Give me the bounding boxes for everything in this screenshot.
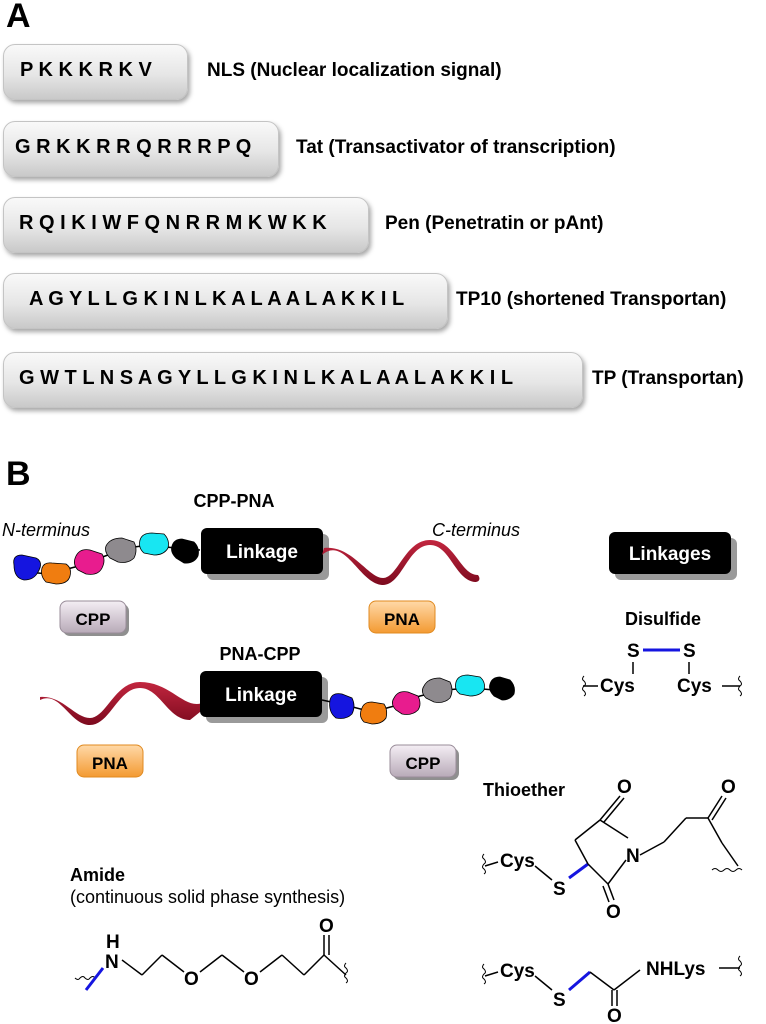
sequence-text: P K K K R K V bbox=[20, 59, 152, 81]
linkage-box-2 bbox=[200, 671, 322, 717]
linkages-header-label: Linkages bbox=[629, 544, 711, 565]
thioether-bond-1 bbox=[484, 861, 499, 867]
cpp-chip-2 bbox=[389, 744, 457, 778]
amide-o3: O bbox=[319, 916, 334, 937]
linkages-header-box bbox=[609, 532, 731, 574]
pna-chip-2 bbox=[76, 744, 144, 778]
linkage-label-2: Linkage bbox=[225, 685, 297, 706]
cpp-bead-blue bbox=[13, 554, 41, 581]
peptide-label: NLS (Nuclear localization signal) bbox=[207, 60, 502, 81]
thioether-o3: O bbox=[721, 777, 736, 798]
pna-strand bbox=[322, 540, 480, 585]
disulfide-cys1: Cys bbox=[600, 676, 635, 697]
cpp-chip-label: CPP bbox=[76, 610, 111, 629]
acetamide-bond-1 bbox=[484, 971, 499, 977]
sequence-box bbox=[3, 197, 369, 253]
sequence-text: R Q I K I W F Q N R R M K W K K bbox=[19, 212, 327, 234]
disulfide-wavy-right bbox=[738, 675, 742, 697]
pna-chip-label: PNA bbox=[384, 610, 420, 629]
thioether-new-bond bbox=[568, 862, 589, 880]
amide-peg-chain bbox=[121, 935, 347, 976]
disulfide-title: Disulfide bbox=[625, 609, 701, 629]
amide-wavy-left bbox=[74, 976, 96, 980]
acetamide-wavy-left bbox=[482, 963, 486, 985]
disulfide-s2: S bbox=[683, 641, 696, 662]
amide-subtitle: (continuous solid phase synthesis) bbox=[70, 887, 345, 907]
cpp-bead-cyan-2 bbox=[455, 674, 485, 697]
cpp-bead-black-2 bbox=[489, 676, 515, 701]
amide-n: N bbox=[105, 952, 119, 973]
sequence-text: A G Y L L G K I N L K A L A A L A K K I … bbox=[29, 288, 405, 310]
thioether-wavy-right bbox=[711, 868, 743, 872]
linkage-box bbox=[201, 528, 323, 574]
disulfide-wavy-left bbox=[582, 675, 586, 697]
thioether-o1: O bbox=[617, 777, 632, 798]
cpp-bead-pink-2 bbox=[392, 691, 421, 715]
sequence-text: G R K K R R Q R R R P Q bbox=[15, 136, 252, 158]
acetamide-wavy-right bbox=[738, 955, 742, 977]
peptide-label: Tat (Transactivator of transcription) bbox=[296, 137, 616, 158]
acetamide-o: O bbox=[607, 1006, 622, 1024]
amide-h: H bbox=[106, 932, 120, 953]
amide-o2: O bbox=[244, 969, 259, 990]
pna-chip bbox=[368, 600, 436, 634]
cpp-bead-blue-2 bbox=[329, 693, 355, 719]
cpp-chip bbox=[59, 600, 127, 634]
amide-wavy-right bbox=[344, 962, 348, 984]
peptide-label: TP10 (shortened Transportan) bbox=[456, 289, 727, 310]
cpp-bead-grey bbox=[105, 537, 137, 563]
thioether-n: N bbox=[626, 846, 640, 867]
disulfide-s1: S bbox=[627, 641, 640, 662]
acetamide-s: S bbox=[553, 990, 566, 1011]
cpp-bead-orange-2 bbox=[360, 701, 388, 725]
cpp-bead-grey-2 bbox=[422, 677, 453, 703]
thioether-title: Thioether bbox=[483, 780, 565, 800]
succinimide-ring bbox=[574, 795, 739, 903]
n-terminus-label: N-terminus bbox=[2, 520, 90, 540]
peptide-label: Pen (Penetratin or pAnt) bbox=[385, 213, 604, 234]
amide-new-bond bbox=[84, 967, 105, 991]
acetamide-new-bond bbox=[568, 970, 591, 992]
c-terminus-label: C-terminus bbox=[432, 520, 520, 540]
thioether-wavy-left bbox=[482, 853, 486, 875]
peptide-label: TP (Transportan) bbox=[592, 368, 744, 389]
thioether-cys: Cys bbox=[500, 851, 535, 872]
cpp-bead-black bbox=[171, 538, 199, 564]
sequence-box bbox=[3, 273, 448, 329]
cpp-bead-cyan bbox=[139, 532, 169, 556]
amide-o1: O bbox=[184, 969, 199, 990]
acetamide-chain bbox=[589, 969, 641, 1006]
sequence-box bbox=[3, 121, 279, 177]
panel-b-letter: B bbox=[6, 455, 31, 493]
acetamide-cys: Cys bbox=[500, 961, 535, 982]
pna-cpp-title: PNA-CPP bbox=[219, 644, 300, 664]
cpp-bead-pink bbox=[74, 549, 105, 575]
acetamide-nhlys: NHLys bbox=[646, 959, 705, 980]
pna-strand-2 bbox=[40, 682, 205, 725]
thioether-s: S bbox=[553, 879, 566, 900]
sequence-box bbox=[3, 352, 583, 408]
pna-chip-label-2: PNA bbox=[92, 754, 128, 773]
acetamide-bond-2 bbox=[534, 975, 553, 991]
cpp-chip-label-2: CPP bbox=[406, 754, 441, 773]
cpp-pna-title: CPP-PNA bbox=[193, 491, 274, 511]
cpp-bead-orange bbox=[41, 562, 71, 585]
disulfide-cys2: Cys bbox=[677, 676, 712, 697]
linkage-label: Linkage bbox=[226, 542, 298, 563]
panel-a-letter: A bbox=[6, 0, 31, 35]
sequence-text: G W T L N S A G Y L L G K I N L K A L A … bbox=[19, 367, 514, 389]
sequence-box bbox=[3, 44, 188, 100]
amide-title: Amide bbox=[70, 865, 125, 885]
thioether-o2: O bbox=[606, 902, 621, 923]
thioether-bond-2 bbox=[534, 865, 553, 881]
